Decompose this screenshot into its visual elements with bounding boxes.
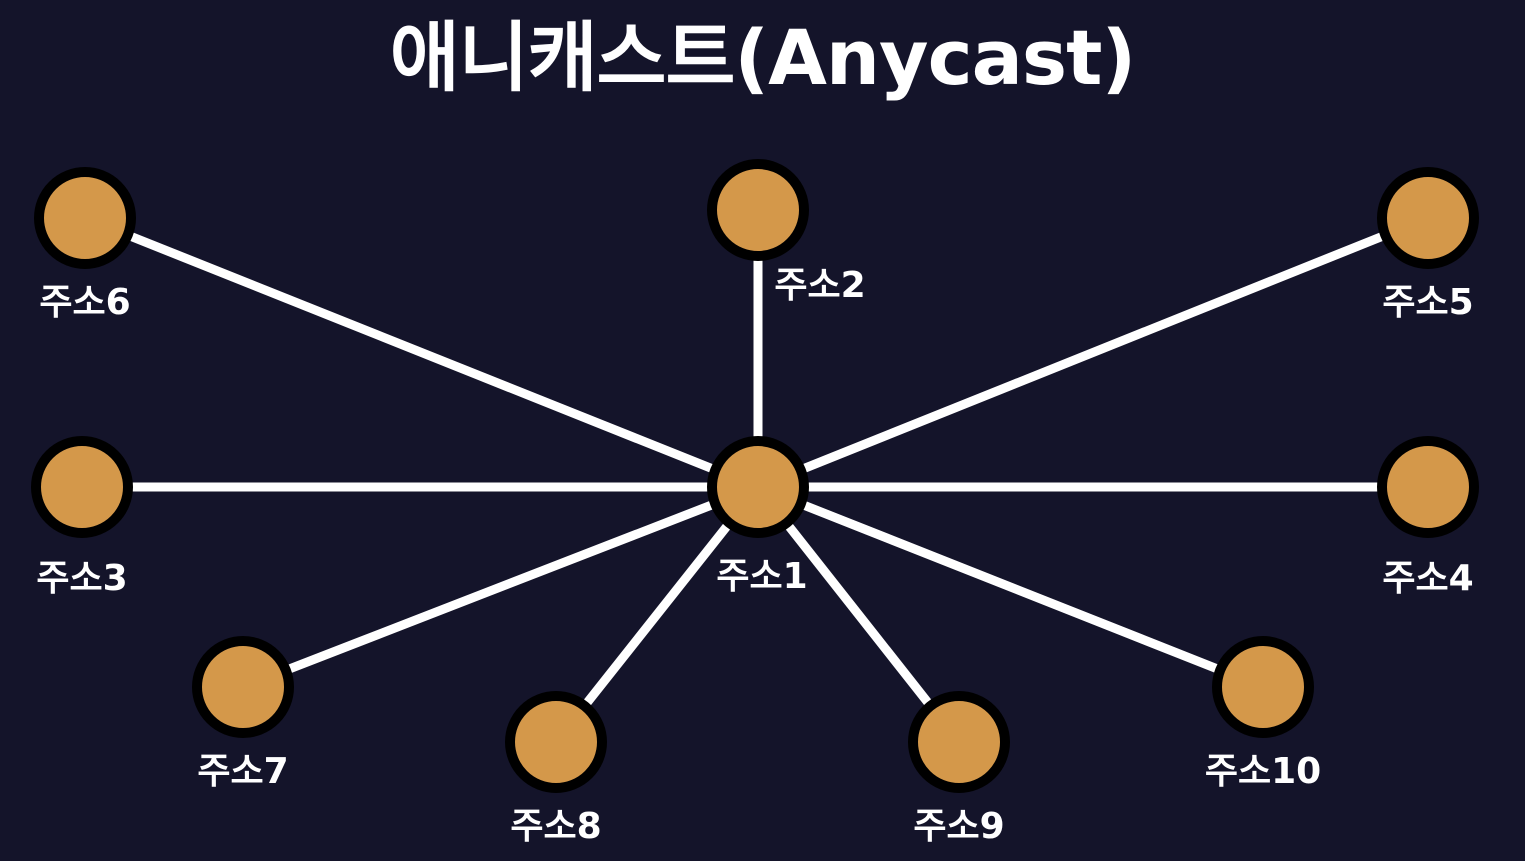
node-label-n2: 주소2 [774,265,865,306]
edge-n1-n7 [241,482,760,692]
edge-n1-n10 [756,482,1265,692]
node-label-n6: 주소6 [39,282,130,323]
node-n9 [908,691,1010,793]
node-label-n10: 주소10 [1205,751,1321,792]
node-n10 [1212,636,1314,738]
node-label-n1: 주소1 [716,556,807,597]
node-label-n4: 주소4 [1382,558,1473,599]
edge-n1-n5 [756,213,1430,492]
nodes-layer [31,159,1479,793]
node-n6 [34,167,136,269]
node-n4 [1377,436,1479,538]
node-label-n7: 주소7 [197,751,288,792]
diagram-title: 애니캐스트(Anycast) [389,13,1136,102]
node-label-n8: 주소8 [510,806,601,847]
edge-n1-n8 [552,484,762,745]
edge-n1-n6 [83,213,760,492]
labels-layer: 주소1 주소2 주소3 주소4 주소5 주소6 주소7 주소8 주소9 주소10 [36,265,1473,847]
node-n3 [31,436,133,538]
node-n7 [192,636,294,738]
node-label-n3: 주소3 [36,558,127,599]
node-n1 [707,436,809,538]
node-n2 [707,159,809,261]
edge-n1-n9 [754,484,963,745]
node-n5 [1377,167,1479,269]
edges-layer [82,210,1430,745]
node-n8 [505,691,607,793]
node-label-n5: 주소5 [1382,282,1473,323]
node-label-n9: 주소9 [913,806,1004,847]
